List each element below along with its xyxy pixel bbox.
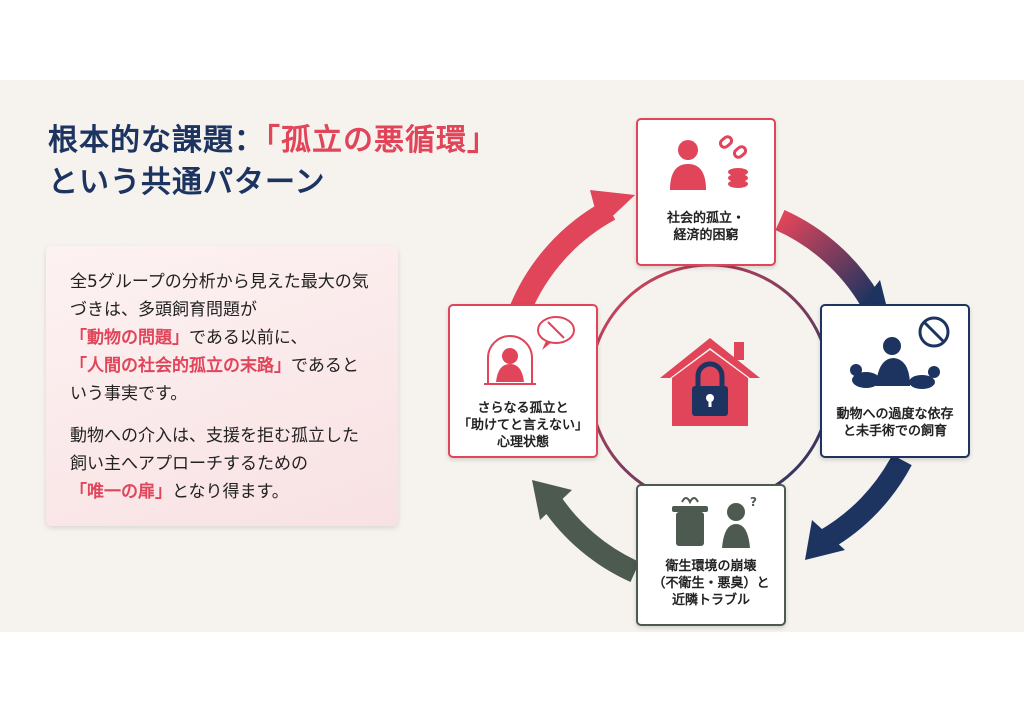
person-with-pets-icon xyxy=(850,337,940,389)
cycle-diagram: 社会的孤立・ 経済的困窮 動物へ xyxy=(440,110,980,630)
arrow-left-top xyxy=(509,200,616,315)
insight-paragraph-1: 全5グループの分析から見えた最大の気づきは、多頭飼育問題が「動物の問題」である以… xyxy=(70,268,374,408)
arrow-head-bottom-left xyxy=(532,480,572,520)
node-label: 社会的孤立・ 経済的困窮 xyxy=(638,210,774,244)
insight-highlight: 「人間の社会的孤立の末路」 xyxy=(70,356,291,376)
title-line2: という共通パターン xyxy=(48,165,326,200)
cycle-node-animal-dependence: 動物への過度な依存 と未手術での飼育 xyxy=(820,304,970,458)
insight-panel: 全5グループの分析から見えた最大の気づきは、多頭飼育問題が「動物の問題」である以… xyxy=(46,246,398,526)
arrow-head-left-top xyxy=(590,190,635,228)
insight-text: 動物への介入は、支援を拒む孤立した飼い主へアプローチするための xyxy=(70,426,359,474)
arrow-top-right xyxy=(775,209,880,306)
slide-title: 根本的な課題：「孤立の悪循環」 という共通パターン xyxy=(48,120,498,204)
title-accent: 「孤立の悪循環」 xyxy=(265,123,498,158)
house-lock-icon xyxy=(660,338,760,426)
node-label-line: 心理状態 xyxy=(496,435,549,450)
insight-text: であるという事実です。 xyxy=(70,356,359,404)
node-label-line: と未手術での飼育 xyxy=(842,424,947,439)
node-icons xyxy=(670,135,748,190)
arrow-head-right-bottom xyxy=(805,520,845,560)
cycle-node-social-isolation: 社会的孤立・ 経済的困窮 xyxy=(636,118,776,266)
node-label-line: 経済的困窮 xyxy=(673,228,739,243)
node-label-line: さらなる孤立と xyxy=(477,401,569,416)
node-label-line: （不衛生・悪臭）と xyxy=(652,576,770,591)
broken-chain-icon xyxy=(718,135,748,159)
slide: 根本的な課題：「孤立の悪循環」 という共通パターン 全5グループの分析から見えた… xyxy=(0,80,1024,632)
arrow-bottom-left xyxy=(540,493,640,583)
speech-bubble-icon xyxy=(537,316,575,350)
cycle-arrows xyxy=(509,190,912,583)
node-label: 衛生環境の崩壊 （不衛生・悪臭）と 近隣トラブル xyxy=(638,558,784,609)
svg-text:?: ? xyxy=(750,495,757,509)
isolated-person-dome-icon xyxy=(484,335,536,385)
angry-neighbor-icon: ? xyxy=(722,495,757,548)
insight-paragraph-2: 動物への介入は、支援を拒む孤立した飼い主へアプローチするための「唯一の扉」となり… xyxy=(70,422,374,506)
title-prefix: 根本的な課題： xyxy=(48,123,265,158)
node-label: さらなる孤立と 「助けてと言えない」 心理状態 xyxy=(450,400,596,451)
node-label-line: 衛生環境の崩壊 xyxy=(665,559,757,574)
no-dogs-icon xyxy=(918,316,950,348)
node-icons xyxy=(484,316,575,385)
insight-text: である以前に、 xyxy=(189,328,308,348)
insight-highlight: 「動物の問題」 xyxy=(70,328,189,348)
node-label: 動物への過度な依存 と未手術での飼育 xyxy=(822,406,968,440)
coins-icon xyxy=(728,168,748,188)
insight-highlight: 「唯一の扉」 xyxy=(70,482,172,502)
insight-text: 全5グループの分析から見えた最大の気づきは、多頭飼育問題が xyxy=(70,272,369,320)
cycle-node-further-isolation: さらなる孤立と 「助けてと言えない」 心理状態 xyxy=(448,304,598,458)
node-label-line: 「助けてと言えない」 xyxy=(457,418,588,433)
person-icon xyxy=(670,140,706,190)
arrow-right-bottom xyxy=(819,454,912,550)
trash-can-icon xyxy=(672,497,708,546)
node-label-line: 動物への過度な依存 xyxy=(836,407,954,422)
node-icons xyxy=(850,316,950,389)
node-label-line: 近隣トラブル xyxy=(671,593,750,608)
node-label-line: 社会的孤立・ xyxy=(666,211,745,226)
cycle-node-sanitation-collapse: ? 衛生環境の崩壊 （不衛生・悪臭）と 近隣トラブル xyxy=(636,484,786,626)
insight-text: となり得ます。 xyxy=(172,482,289,502)
node-icons: ? xyxy=(672,495,757,548)
